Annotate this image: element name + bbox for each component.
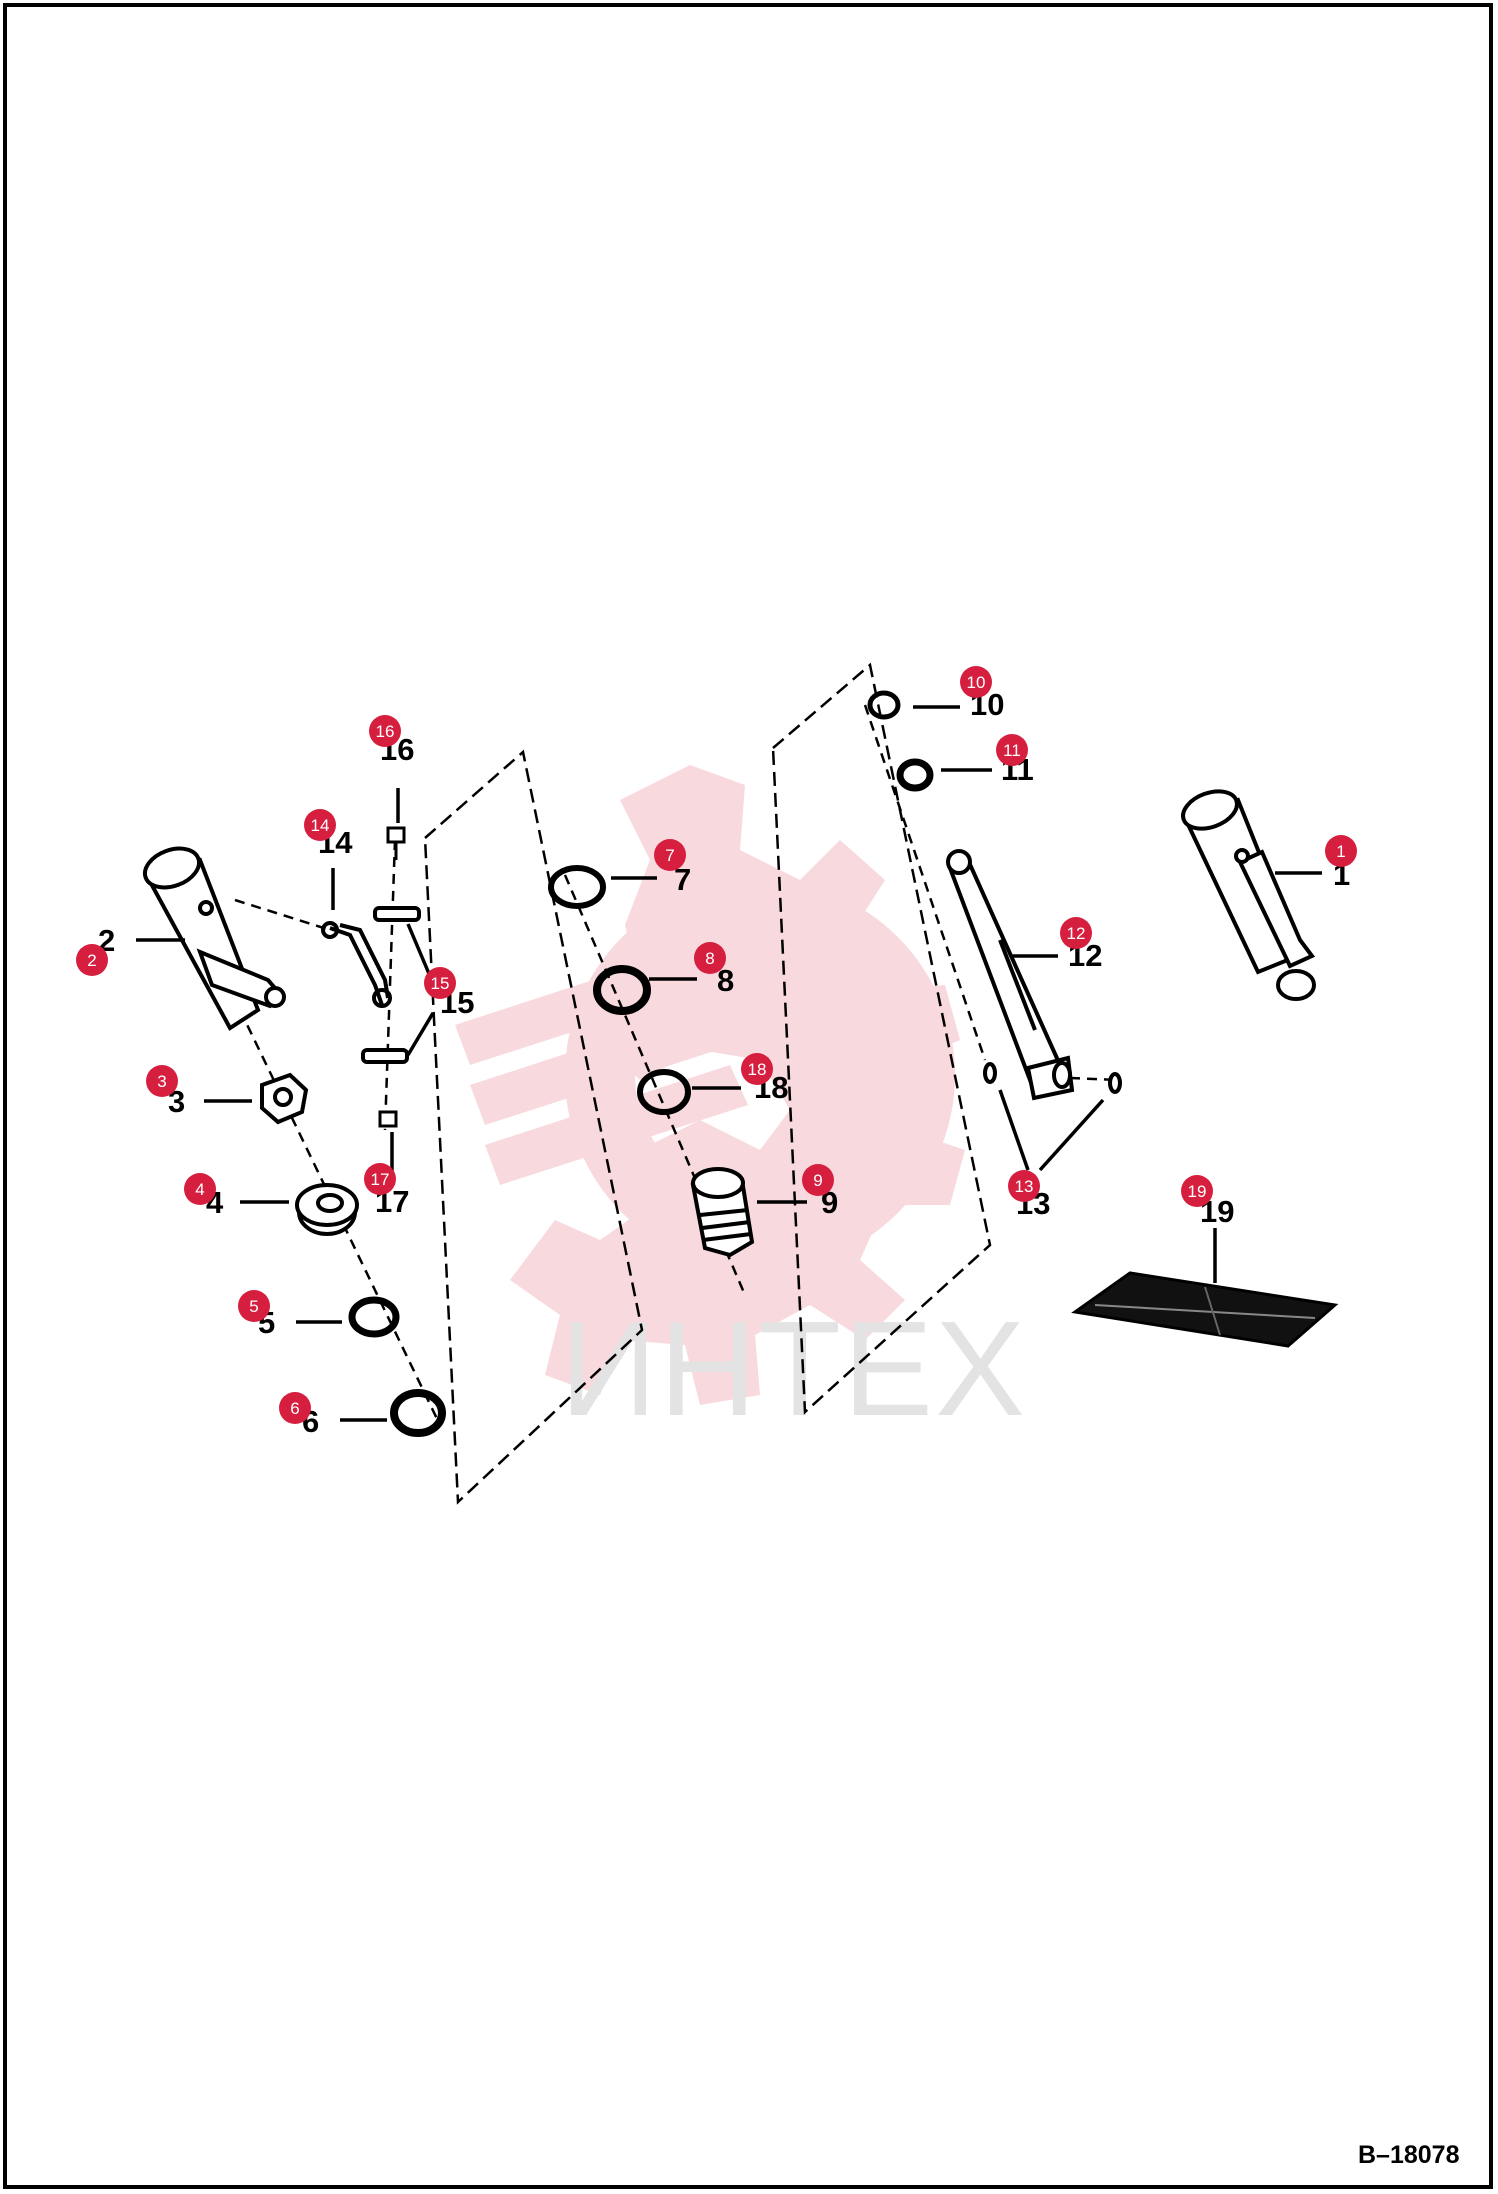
group-box-right xyxy=(771,662,992,1415)
badge-text: 15 xyxy=(431,974,450,993)
group-box-left xyxy=(423,749,644,1505)
badge-text: 1 xyxy=(1336,842,1345,861)
part-8-seal xyxy=(593,965,651,1015)
badge-text: 5 xyxy=(249,1297,258,1316)
callout-number-7: 7 xyxy=(674,862,691,897)
badge-11[interactable]: 11 xyxy=(996,734,1028,766)
part-10-ring xyxy=(867,690,901,720)
badge-8[interactable]: 8 xyxy=(694,942,726,974)
badge-text: 13 xyxy=(1015,1177,1034,1196)
badge-17[interactable]: 17 xyxy=(364,1163,396,1195)
badge-text: 8 xyxy=(705,949,714,968)
part-3-nut xyxy=(260,1072,309,1125)
callout-number-8: 8 xyxy=(717,963,734,998)
badge-text: 9 xyxy=(813,1171,822,1190)
part-4-bushing xyxy=(295,1183,359,1236)
badge-text: 19 xyxy=(1188,1182,1207,1201)
part-12-rod xyxy=(946,849,1075,1101)
badge-text: 18 xyxy=(748,1060,767,1079)
part-13-pin-right xyxy=(1108,1072,1122,1094)
badge-text: 14 xyxy=(311,816,330,835)
badge-text: 12 xyxy=(1067,924,1086,943)
part-6-ring xyxy=(390,1389,446,1437)
badge-6[interactable]: 6 xyxy=(279,1392,311,1424)
part-9-gland xyxy=(690,1167,755,1258)
badge-text: 17 xyxy=(371,1170,390,1189)
part-18-seal xyxy=(637,1069,691,1115)
badge-1[interactable]: 1 xyxy=(1325,835,1357,867)
part-17-nut xyxy=(378,1110,398,1128)
badge-5[interactable]: 5 xyxy=(238,1290,270,1322)
part-2-pin xyxy=(142,846,286,1031)
leader-lines xyxy=(136,705,1322,1422)
part-14-linchpin xyxy=(321,921,392,1008)
part-1-pin xyxy=(1181,789,1316,1001)
badge-12[interactable]: 12 xyxy=(1060,917,1092,949)
part-15-clips xyxy=(361,906,421,1064)
badge-14[interactable]: 14 xyxy=(304,809,336,841)
watermark-text: ИНТЕХ xyxy=(560,1293,1027,1444)
part-11-ring xyxy=(896,758,934,792)
page-border xyxy=(3,3,1493,2189)
badge-text: 10 xyxy=(967,673,986,692)
badge-text: 4 xyxy=(195,1180,204,1199)
badge-2[interactable]: 2 xyxy=(76,944,108,976)
part-13-pin-left xyxy=(983,1062,997,1084)
part-5-ring xyxy=(348,1296,400,1338)
badge-7[interactable]: 7 xyxy=(654,839,686,871)
badge-13[interactable]: 13 xyxy=(1008,1170,1040,1202)
reference-code: B–18078 xyxy=(1358,2141,1460,2169)
badge-text: 11 xyxy=(1003,741,1021,760)
badge-16[interactable]: 16 xyxy=(369,715,401,747)
badge-18[interactable]: 18 xyxy=(741,1053,773,1085)
badge-4[interactable]: 4 xyxy=(184,1173,216,1205)
badge-text: 2 xyxy=(87,951,96,970)
badge-text: 3 xyxy=(157,1072,166,1091)
badge-15[interactable]: 15 xyxy=(424,967,456,999)
part-19-pad xyxy=(1071,1271,1339,1348)
part-7-seal xyxy=(548,865,606,909)
badge-text: 16 xyxy=(376,722,395,741)
badge-text: 7 xyxy=(665,846,674,865)
badge-3[interactable]: 3 xyxy=(146,1065,178,1097)
badge-10[interactable]: 10 xyxy=(960,666,992,698)
badge-text: 6 xyxy=(290,1399,299,1418)
part-16-bolt xyxy=(386,826,406,860)
badge-9[interactable]: 9 xyxy=(802,1164,834,1196)
badge-19[interactable]: 19 xyxy=(1181,1175,1213,1207)
